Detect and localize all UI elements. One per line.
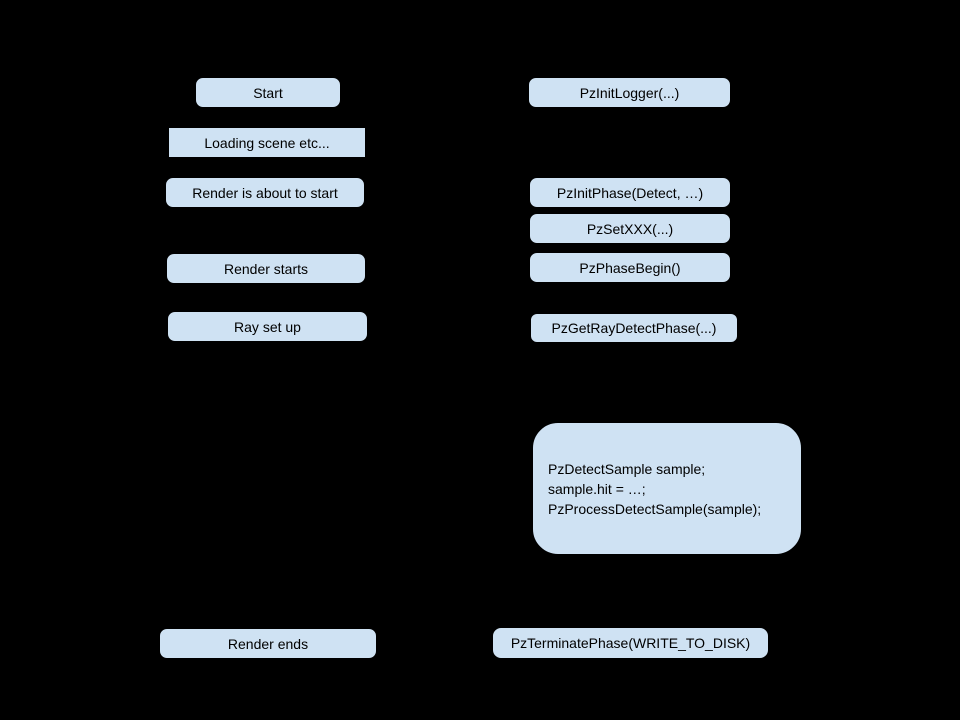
node-render-about-to-start: Render is about to start — [165, 177, 365, 208]
node-pz-init-logger: PzInitLogger(...) — [528, 77, 731, 108]
node-code-sample: PzDetectSample sample; sample.hit = …; P… — [532, 422, 802, 555]
code-line-1: PzDetectSample sample; — [548, 460, 706, 477]
node-loading-scene: Loading scene etc... — [168, 127, 366, 158]
node-pz-set-xxx: PzSetXXX(...) — [529, 213, 731, 244]
node-start: Start — [195, 77, 341, 108]
code-line-2: sample.hit = …; — [548, 480, 646, 497]
node-pz-get-ray-detect-phase: PzGetRayDetectPhase(...) — [530, 313, 738, 343]
node-ray-set-up: Ray set up — [167, 311, 368, 342]
node-render-ends: Render ends — [159, 628, 377, 659]
code-line-3: PzProcessDetectSample(sample); — [548, 500, 762, 517]
node-pz-init-phase: PzInitPhase(Detect, …) — [529, 177, 731, 208]
node-pz-terminate-phase: PzTerminatePhase(WRITE_TO_DISK) — [492, 627, 769, 659]
node-render-starts: Render starts — [166, 253, 366, 284]
node-pz-phase-begin: PzPhaseBegin() — [529, 252, 731, 283]
